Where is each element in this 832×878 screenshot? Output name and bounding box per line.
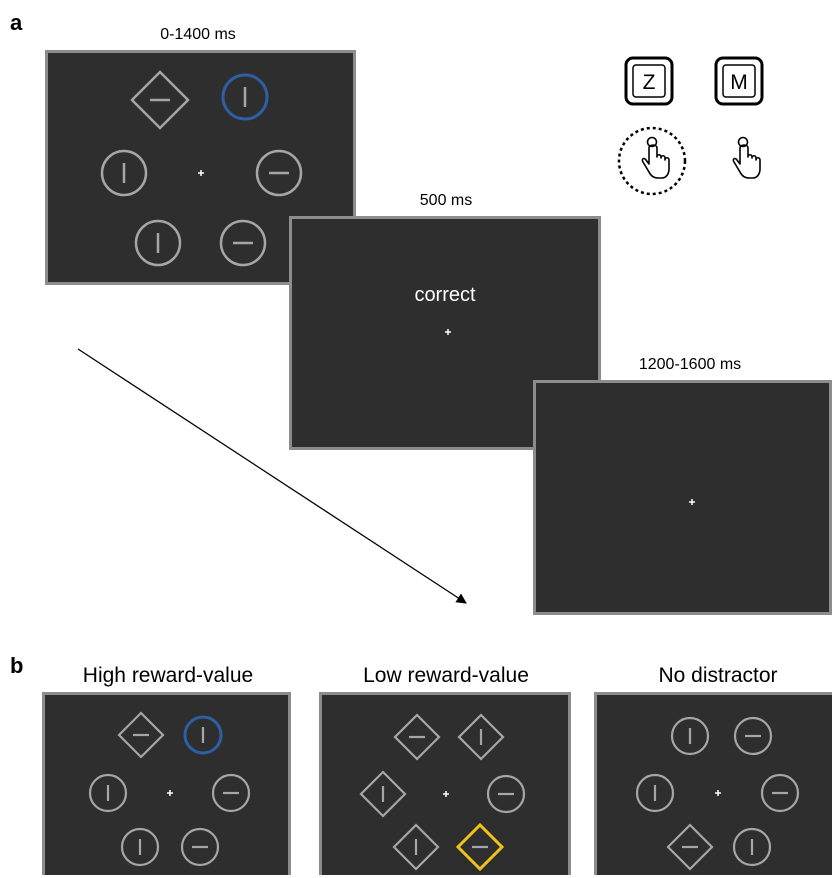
circle-horizontal-stimulus bbox=[255, 149, 303, 197]
fixation-cross bbox=[715, 790, 721, 796]
target-circle-vertical-blue bbox=[221, 73, 269, 121]
high-reward-stimuli bbox=[88, 711, 251, 867]
circle-vertical-stimulus bbox=[120, 827, 160, 867]
z-key-icon bbox=[624, 56, 674, 106]
target-circle-vertical-blue bbox=[183, 715, 223, 755]
circle-vertical-stimulus bbox=[732, 827, 772, 867]
condition-label-low: Low reward-value bbox=[363, 664, 529, 687]
condition-label-none: No distractor bbox=[658, 664, 778, 687]
circle-horizontal-stimulus bbox=[211, 773, 251, 813]
no-distractor-stimuli bbox=[635, 716, 800, 871]
low-reward-stimuli bbox=[359, 713, 526, 872]
panel-b-letter: b bbox=[10, 653, 24, 678]
timing-label-feedback: 500 ms bbox=[419, 192, 473, 209]
response-keys: Z M bbox=[610, 55, 780, 205]
circle-vertical-stimulus bbox=[100, 149, 148, 197]
diamond-vertical-stimulus bbox=[392, 823, 440, 871]
diamond-horizontal-stimulus bbox=[666, 823, 714, 871]
feedback-fixation bbox=[445, 329, 451, 335]
feedback-text: correct bbox=[414, 284, 476, 306]
circle-horizontal-stimulus bbox=[733, 716, 773, 756]
high-reward-screen bbox=[42, 692, 291, 875]
panel-a-letter: a bbox=[10, 10, 23, 35]
diamond-vertical-stimulus bbox=[359, 770, 407, 818]
fixation-cross bbox=[198, 170, 204, 176]
z-key-label: Z bbox=[643, 71, 656, 94]
diamond-horizontal-stimulus bbox=[130, 70, 190, 130]
circle-vertical-stimulus bbox=[635, 773, 675, 813]
diamond-vertical-stimulus bbox=[457, 713, 505, 761]
circle-horizontal-stimulus bbox=[760, 773, 800, 813]
search-display-stimuli bbox=[100, 70, 303, 267]
diamond-horizontal-stimulus bbox=[117, 711, 165, 759]
diamond-horizontal-stimulus bbox=[393, 713, 441, 761]
m-key-label: M bbox=[730, 71, 748, 94]
no-distractor-screen bbox=[594, 692, 832, 875]
fixation-cross bbox=[689, 499, 695, 505]
pointing-hand-right-icon bbox=[732, 136, 761, 179]
selected-press-circle-icon bbox=[617, 126, 687, 196]
circle-vertical-stimulus bbox=[134, 219, 182, 267]
condition-label-high: High reward-value bbox=[82, 664, 254, 687]
circle-horizontal-stimulus bbox=[219, 219, 267, 267]
timing-label-iti: 1200-1600 ms bbox=[638, 356, 742, 373]
fixation-cross bbox=[445, 329, 451, 335]
circle-vertical-stimulus bbox=[88, 773, 128, 813]
circle-vertical-stimulus bbox=[670, 716, 710, 756]
fixation-cross bbox=[167, 790, 173, 796]
iti-screen bbox=[533, 380, 832, 615]
low-reward-screen bbox=[319, 692, 571, 875]
iti-fixation bbox=[689, 499, 695, 505]
circle-horizontal-stimulus bbox=[486, 774, 526, 814]
distractor-diamond-horizontal-yellow bbox=[455, 822, 505, 872]
search-display-screen bbox=[45, 50, 356, 285]
pointing-hand-left-icon bbox=[641, 136, 670, 179]
fixation-cross bbox=[443, 791, 449, 797]
circle-horizontal-stimulus bbox=[180, 827, 220, 867]
timing-label-search: 0-1400 ms bbox=[160, 26, 236, 43]
m-key-icon bbox=[714, 56, 764, 106]
